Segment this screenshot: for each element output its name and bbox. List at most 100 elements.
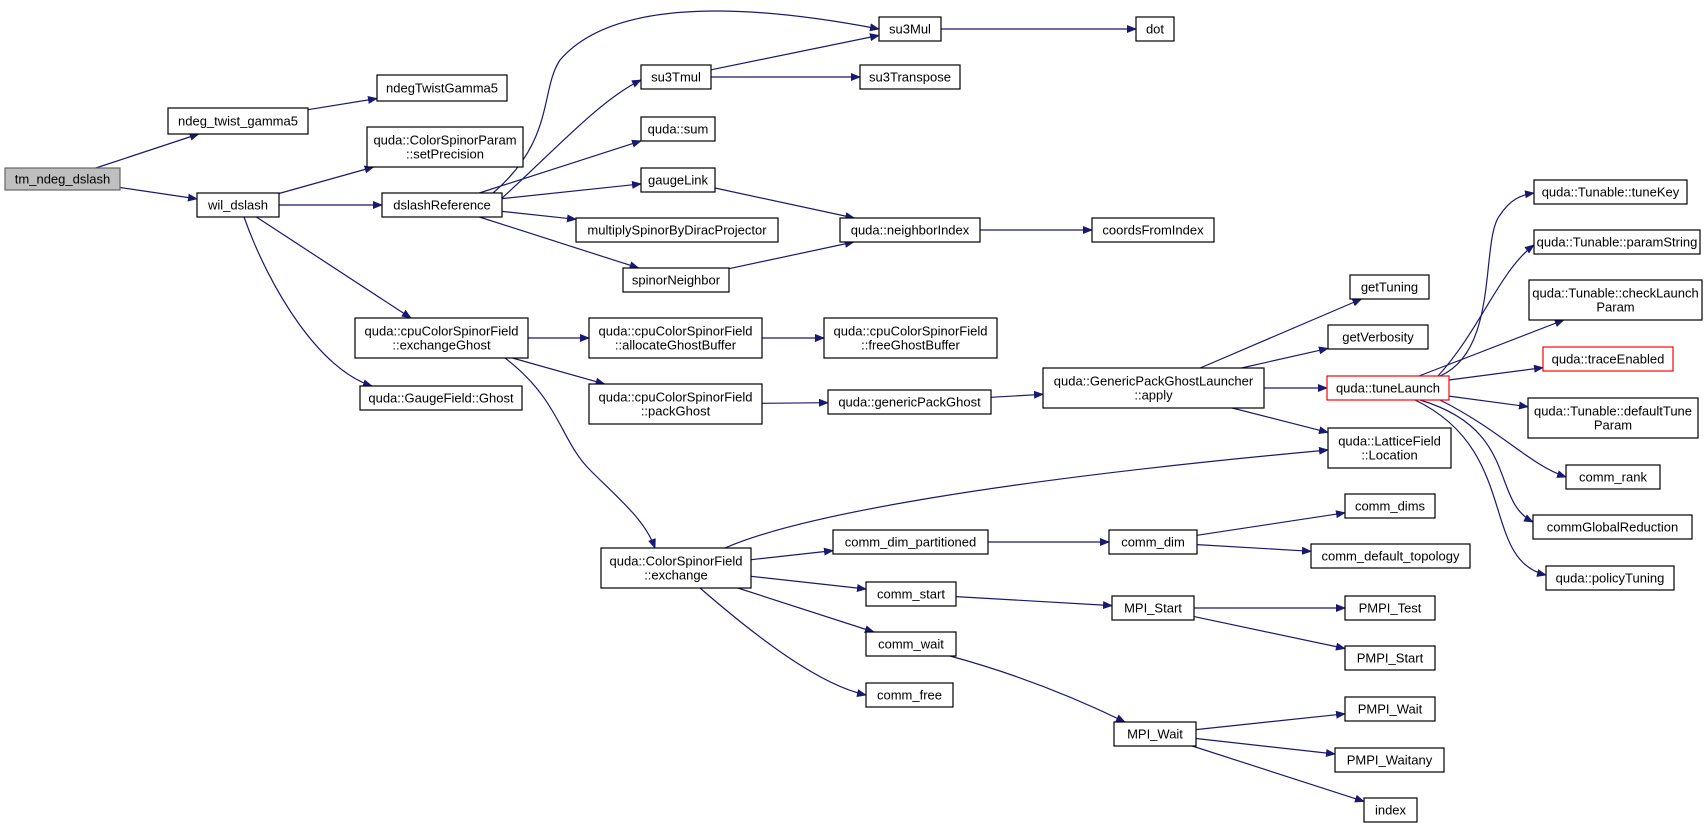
node-tuneKey[interactable]: quda::Tunable::tuneKey — [1533, 179, 1688, 205]
node-su3Transpose[interactable]: su3Transpose — [859, 64, 961, 90]
node-box — [1528, 279, 1703, 321]
edge-tm_ndeg_dslash-to-ndeg_twist_gamma5 — [95, 133, 200, 169]
node-spinorNeighbor[interactable]: spinorNeighbor — [622, 267, 730, 293]
node-su3Tmul[interactable]: su3Tmul — [640, 64, 712, 90]
node-comm_rank[interactable]: comm_rank — [1565, 464, 1661, 490]
node-ndeg_twist_gamma5[interactable]: ndeg_twist_gamma5 — [167, 107, 309, 135]
node-tuneLaunch[interactable]: quda::tuneLaunch — [1326, 375, 1450, 401]
node-label: su3Mul — [889, 22, 931, 37]
node-comm_free[interactable]: comm_free — [865, 682, 954, 708]
node-csfExchange[interactable]: quda::ColorSpinorField::exchange — [600, 547, 752, 589]
node-label: dslashReference — [393, 198, 491, 213]
edge-comm_start-to-MPI_Start — [955, 596, 1113, 610]
node-label: PMPI_Test — [1359, 601, 1422, 616]
node-label: MPI_Start — [1124, 601, 1182, 616]
node-box — [1111, 595, 1195, 621]
node-label: ::setPrecision — [406, 147, 484, 162]
node-box — [1344, 493, 1436, 519]
node-packGhost[interactable]: quda::cpuColorSpinorField::packGhost — [588, 383, 763, 425]
node-label: su3Transpose — [869, 70, 951, 85]
node-traceEnabled[interactable]: quda::traceEnabled — [1542, 346, 1674, 372]
node-index[interactable]: index — [1363, 797, 1418, 823]
node-label: getTuning — [1361, 280, 1418, 295]
node-comm_wait[interactable]: comm_wait — [865, 631, 957, 657]
node-label: wil_dslash — [207, 198, 268, 213]
node-label: ::allocateGhostBuffer — [615, 338, 737, 353]
edge-tuneLaunch-to-paramString — [1437, 244, 1535, 377]
edge-csfExchange-to-comm_dim_partitioned — [750, 547, 834, 561]
node-box — [640, 64, 712, 90]
node-PMPI_Start[interactable]: PMPI_Start — [1344, 645, 1436, 671]
node-wil_dslash[interactable]: wil_dslash — [196, 192, 280, 218]
edge-csfExchange-to-comm_start — [750, 575, 867, 592]
node-MPI_Start[interactable]: MPI_Start — [1111, 595, 1195, 621]
node-setPrecision[interactable]: quda::ColorSpinorParam::setPrecision — [366, 126, 524, 168]
node-box — [588, 383, 763, 425]
node-box — [4, 167, 121, 191]
node-launcherApply[interactable]: quda::GenericPackGhostLauncher::apply — [1042, 367, 1265, 409]
node-paramString[interactable]: quda::Tunable::paramString — [1533, 229, 1701, 255]
node-location[interactable]: quda::LatticeField::Location — [1327, 427, 1452, 469]
node-allocateGhostBuffer[interactable]: quda::cpuColorSpinorField::allocateGhost… — [588, 317, 763, 359]
node-comm_dim[interactable]: comm_dim — [1108, 529, 1198, 555]
node-su3Mul[interactable]: su3Mul — [878, 16, 942, 42]
node-box — [588, 317, 763, 359]
node-box — [1565, 464, 1661, 490]
edge-tuneLaunch-to-commGlobalReduction — [1419, 399, 1534, 523]
node-comm_dims[interactable]: comm_dims — [1344, 493, 1436, 519]
node-label: quda::Tunable::defaultTune — [1534, 404, 1692, 419]
node-label: quda::cpuColorSpinorField — [599, 324, 753, 339]
node-dslashReference[interactable]: dslashReference — [381, 192, 503, 218]
edge-spinorNeighbor-to-neighborIndex — [728, 239, 855, 270]
node-tm_ndeg_dslash[interactable]: tm_ndeg_dslash — [4, 167, 121, 191]
node-label: quda::tuneLaunch — [1336, 381, 1440, 396]
node-label: quda::cpuColorSpinorField — [834, 324, 988, 339]
node-multiplySpinor[interactable]: multiplySpinorByDiracProjector — [575, 217, 779, 243]
node-quda_sum[interactable]: quda::sum — [640, 116, 716, 142]
node-gaugeGhost[interactable]: quda::GaugeField::Ghost — [359, 385, 523, 411]
node-policyTuning[interactable]: quda::policyTuning — [1545, 565, 1675, 591]
node-MPI_Wait[interactable]: MPI_Wait — [1113, 721, 1197, 747]
edge-gaugeLink-to-neighborIndex — [714, 187, 856, 221]
node-label: quda::LatticeField — [1338, 434, 1441, 449]
node-PMPI_Wait[interactable]: PMPI_Wait — [1344, 696, 1436, 722]
node-getTuning[interactable]: getTuning — [1349, 274, 1430, 300]
node-gaugeLink[interactable]: gaugeLink — [640, 167, 716, 193]
edge-comm_wait-to-MPI_Wait — [949, 655, 1126, 723]
edge-launcherApply-to-location — [1232, 407, 1329, 435]
node-comm_default_topology[interactable]: comm_default_topology — [1310, 543, 1471, 569]
node-coordsFromIndex[interactable]: coordsFromIndex — [1091, 217, 1215, 243]
node-box — [1344, 696, 1436, 722]
node-label: MPI_Wait — [1127, 727, 1183, 742]
node-label: comm_rank — [1579, 470, 1647, 485]
node-PMPI_Test[interactable]: PMPI_Test — [1344, 595, 1436, 621]
node-exchangeGhost[interactable]: quda::cpuColorSpinorField::exchangeGhost — [354, 317, 529, 359]
node-dot[interactable]: dot — [1135, 16, 1175, 42]
node-box — [1527, 397, 1699, 439]
node-getVerbosity[interactable]: getVerbosity — [1327, 324, 1429, 350]
node-genericPackGhost[interactable]: quda::genericPackGhost — [827, 389, 992, 415]
node-PMPI_Waitany[interactable]: PMPI_Waitany — [1334, 747, 1445, 773]
node-box — [823, 317, 998, 359]
node-comm_start[interactable]: comm_start — [865, 581, 957, 607]
node-label: comm_start — [877, 587, 945, 602]
node-label: quda::genericPackGhost — [838, 395, 981, 410]
node-label: gaugeLink — [648, 173, 708, 188]
edge-exchangeGhost-to-csfExchange — [504, 357, 656, 549]
edge-tuneLaunch-to-comm_rank — [1439, 399, 1567, 478]
edge-dslashReference-to-gaugeLink — [501, 180, 642, 200]
node-label: quda::Tunable::checkLaunch — [1532, 286, 1698, 301]
node-neighborIndex[interactable]: quda::neighborIndex — [839, 217, 981, 243]
edge-tuneLaunch-to-traceEnabled — [1448, 364, 1544, 381]
edge-MPI_Wait-to-index — [1192, 745, 1365, 803]
node-label: ::exchangeGhost — [392, 338, 491, 353]
node-ndegTwistGamma5[interactable]: ndegTwistGamma5 — [376, 74, 508, 102]
node-comm_dim_partitioned[interactable]: comm_dim_partitioned — [832, 529, 989, 555]
node-box — [1091, 217, 1215, 243]
node-label: quda::neighborIndex — [851, 223, 970, 238]
node-commGlobalReduction[interactable]: commGlobalReduction — [1532, 514, 1693, 540]
node-freeGhostBuffer[interactable]: quda::cpuColorSpinorField::freeGhostBuff… — [823, 317, 998, 359]
